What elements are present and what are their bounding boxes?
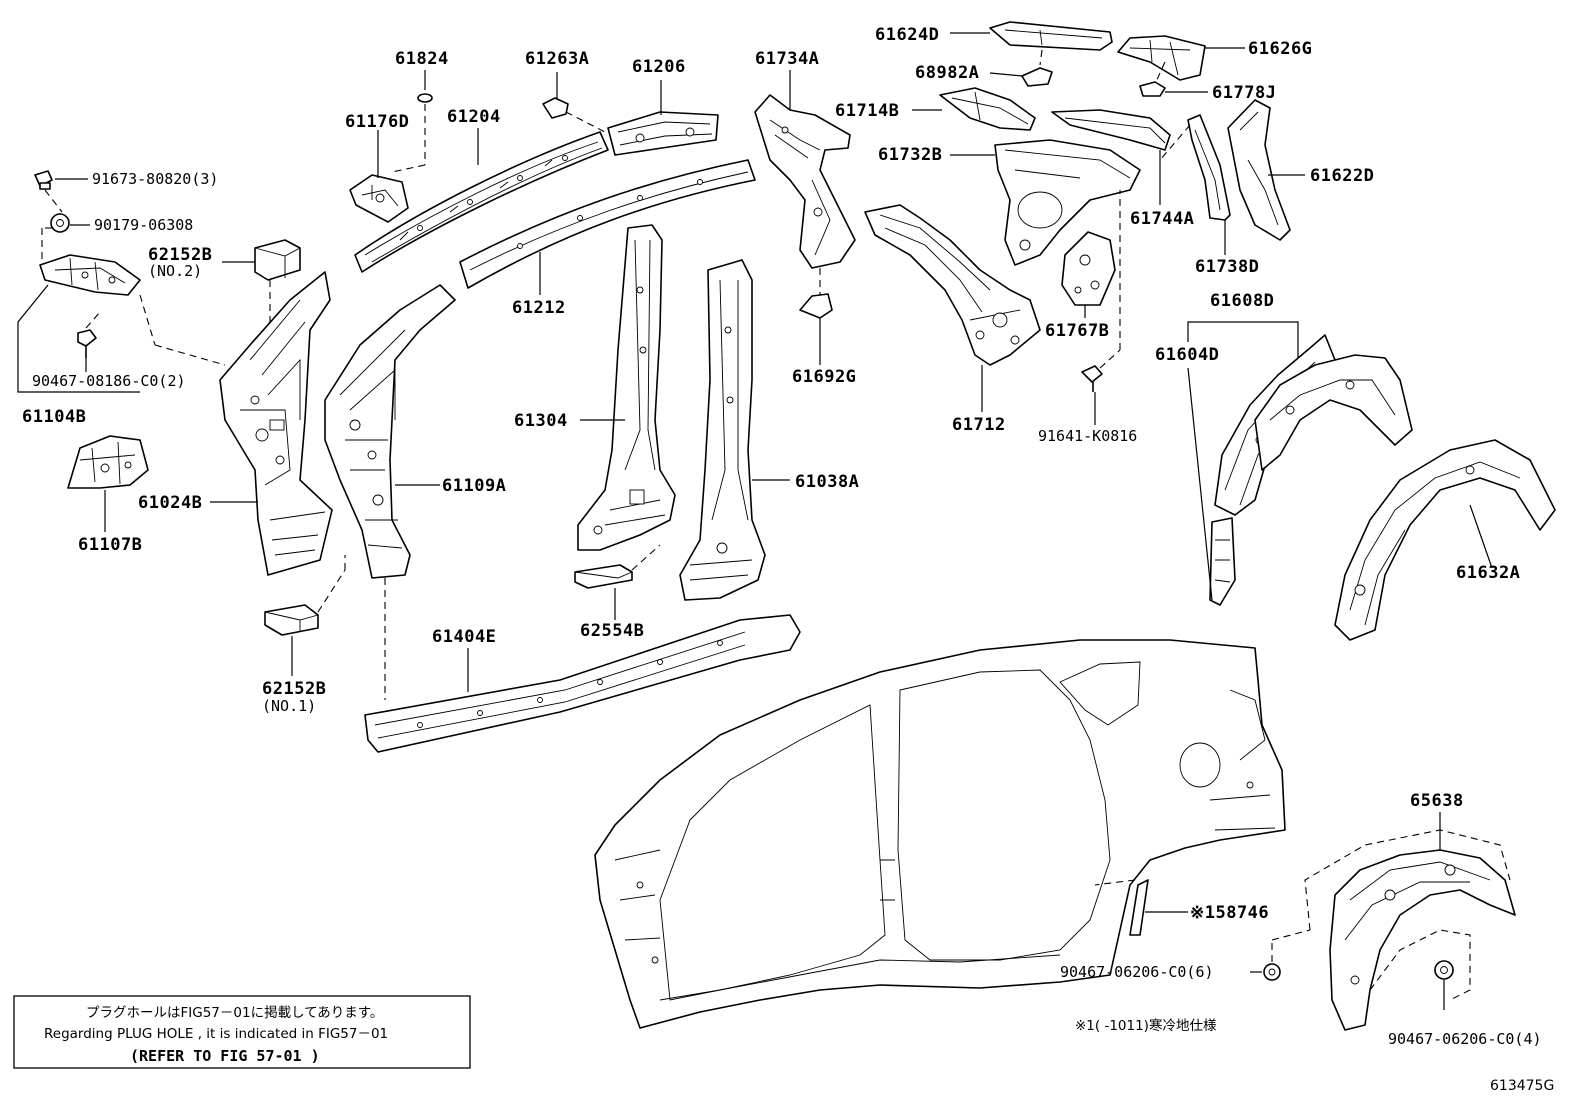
part-91673[interactable]	[34, 170, 88, 213]
label-61204: 61204	[447, 107, 501, 127]
label-61206: 61206	[632, 57, 686, 77]
part-61824[interactable]	[391, 70, 433, 173]
label-90179-06308: 90179-06308	[94, 216, 193, 234]
label-61608D: 61608D	[1210, 291, 1274, 311]
part-61024B[interactable]	[210, 271, 333, 576]
part-68982A[interactable]	[989, 67, 1053, 87]
note-line-english: Regarding PLUG HOLE , it is indicated in…	[44, 1026, 388, 1042]
label-61104B: 61104B	[22, 407, 86, 427]
label-61622D: 61622D	[1310, 166, 1374, 186]
label-61109A: 61109A	[442, 476, 506, 496]
part-61109A[interactable]	[324, 284, 456, 700]
label-61712: 61712	[952, 415, 1006, 435]
label-61404E: 61404E	[432, 627, 496, 647]
label-61212: 61212	[512, 298, 566, 318]
label-61624D: 61624D	[875, 25, 939, 45]
part-61104B[interactable]	[17, 254, 226, 393]
label-90467-08186: 90467-08186-C0(2)	[32, 372, 186, 390]
part-61107B[interactable]	[67, 435, 149, 532]
label-61107B: 61107B	[78, 535, 142, 555]
part-62554B[interactable]	[574, 544, 661, 620]
part-body-side-outer[interactable]	[594, 639, 1286, 1029]
label-61767B: 61767B	[1045, 321, 1109, 341]
label-90467-06206-6: 90467-06206-C0(6)	[1060, 963, 1214, 981]
part-61624D[interactable]	[950, 21, 1113, 66]
part-61734A[interactable]	[754, 70, 856, 295]
label-91641-K0816: 91641-K0816	[1038, 427, 1137, 445]
part-61176D[interactable]	[349, 130, 409, 223]
part-61692G[interactable]	[799, 293, 833, 365]
label-62554B: 62554B	[580, 621, 644, 641]
note-refer-link[interactable]: (REFER TO FIG 57-01 )	[130, 1047, 320, 1065]
label-61738D: 61738D	[1195, 257, 1259, 277]
label-61263A: 61263A	[525, 49, 589, 69]
part-65638[interactable]	[1304, 812, 1516, 1031]
part-61732B[interactable]	[950, 139, 1141, 266]
label-61824: 61824	[395, 49, 449, 69]
part-61767B[interactable]	[1061, 231, 1116, 318]
label-61714B: 61714B	[835, 101, 899, 121]
part-61204[interactable]	[354, 128, 609, 273]
label-68982A: 68982A	[915, 63, 979, 83]
label-61692G: 61692G	[792, 367, 856, 387]
label-91673-80820: 91673-80820(3)	[92, 170, 218, 188]
label-61176D: 61176D	[345, 112, 409, 132]
footnote-cold-spec: ※1( -1011)寒冷地仕様	[1075, 1017, 1217, 1034]
label-62152B-no2-sub: (NO.2)	[148, 262, 202, 280]
part-90467-4[interactable]	[1434, 960, 1454, 1010]
label-61732B: 61732B	[878, 145, 942, 165]
label-61304: 61304	[514, 411, 568, 431]
label-58746: ※158746	[1190, 903, 1269, 923]
label-61734A: 61734A	[755, 49, 819, 69]
label-61604D: 61604D	[1155, 345, 1219, 365]
part-61608D[interactable]	[1254, 354, 1413, 471]
part-61738D[interactable]	[1159, 114, 1231, 255]
label-61744A: 61744A	[1130, 209, 1194, 229]
part-61263A[interactable]	[542, 72, 606, 133]
note-box: プラグホールはFIG57－01に掲載してあります。 Regarding PLUG…	[13, 995, 471, 1069]
part-61714B[interactable]	[912, 87, 1036, 131]
part-58746[interactable]	[1094, 879, 1188, 936]
part-61304[interactable]	[577, 224, 676, 551]
part-labels: 61824 61263A 61206 61734A 61624D 61626G …	[22, 25, 1554, 1094]
label-61778J: 61778J	[1212, 83, 1276, 103]
part-61626G[interactable]	[1117, 35, 1245, 85]
label-61626G: 61626G	[1248, 39, 1312, 59]
part-61744A[interactable]	[1051, 109, 1171, 205]
part-90179[interactable]	[41, 213, 90, 260]
label-62152B-no1: 62152B	[262, 679, 326, 699]
label-61632A: 61632A	[1456, 563, 1520, 583]
leader-61608D	[1187, 321, 1299, 362]
part-91641[interactable]	[1081, 190, 1121, 425]
part-90467-6[interactable]	[1250, 929, 1311, 981]
part-90467-2[interactable]	[77, 311, 101, 372]
label-90467-06206-4: 90467-06206-C0(4)	[1388, 1030, 1542, 1048]
label-65638: 65638	[1410, 791, 1464, 811]
part-61404E[interactable]	[364, 614, 801, 753]
part-62152B-no1[interactable]	[264, 555, 346, 676]
part-61632A[interactable]	[1334, 439, 1556, 641]
part-61038A[interactable]	[679, 259, 790, 601]
part-61212[interactable]	[459, 159, 756, 295]
label-62152B-no1-sub: (NO.1)	[262, 697, 316, 715]
label-61038A: 61038A	[795, 472, 859, 492]
figure-code: 613475G	[1490, 1078, 1554, 1094]
note-line-japanese: プラグホールはFIG57－01に掲載してあります。	[86, 1005, 383, 1021]
part-61712[interactable]	[864, 204, 1041, 412]
part-61622D[interactable]	[1227, 99, 1305, 241]
part-61206[interactable]	[607, 80, 719, 156]
label-62152B-no2: 62152B	[148, 245, 212, 265]
part-61778J[interactable]	[1139, 81, 1208, 97]
label-61024B: 61024B	[138, 493, 202, 513]
